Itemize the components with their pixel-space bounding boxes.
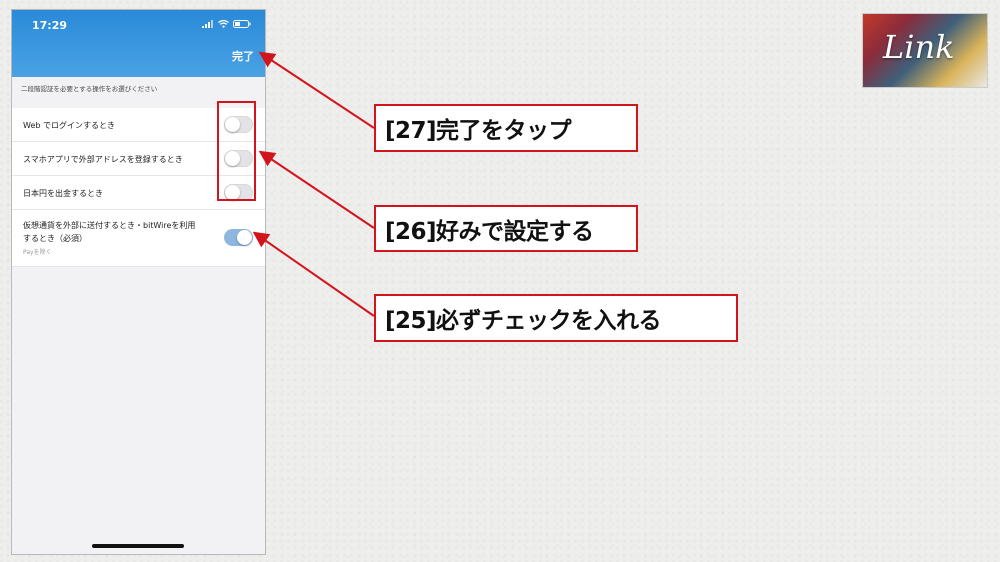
arrow-27 bbox=[258, 51, 375, 129]
row-label-line1: 仮想通貨を外部に送付するとき・bitWireを利用 bbox=[23, 221, 196, 230]
row-label: Web でログインするとき bbox=[23, 121, 115, 130]
status-icons bbox=[202, 20, 251, 28]
battery-icon bbox=[233, 20, 251, 28]
toggle-crypto-send[interactable] bbox=[224, 229, 253, 246]
list-item-jpy-withdraw: 日本円を出金するとき bbox=[12, 176, 265, 210]
link-logo: Link bbox=[862, 13, 988, 88]
callout-27: [27]完了をタップ bbox=[374, 104, 638, 152]
callout-25: [25]必ずチェックを入れる bbox=[374, 294, 738, 342]
logo-text: Link bbox=[883, 28, 955, 66]
toggle-knob bbox=[237, 230, 252, 245]
toggle-highlight-frame bbox=[217, 101, 256, 201]
status-time: 17:29 bbox=[32, 19, 68, 32]
section-caption: 二段階認証を必要とする操作をお選びください bbox=[21, 85, 158, 93]
done-button[interactable]: 完了 bbox=[232, 50, 254, 63]
row-label: スマホアプリで外部アドレスを登録するとき bbox=[23, 155, 183, 164]
toggle-jpy-withdraw[interactable] bbox=[224, 184, 253, 201]
toggle-web-login[interactable] bbox=[224, 116, 253, 133]
row-label-line2: するとき（必須） bbox=[23, 234, 87, 243]
toggle-knob bbox=[225, 185, 240, 200]
arrow-25 bbox=[252, 231, 375, 317]
row-label: 日本円を出金するとき bbox=[23, 189, 103, 198]
callout-26: [26]好みで設定する bbox=[374, 205, 638, 252]
list-item-web-login: Web でログインするとき bbox=[12, 108, 265, 142]
signal-icon bbox=[202, 20, 213, 28]
phone-screen: 17:29 完了 二段階認証を必要とする操作をお選びください Web でログイン… bbox=[11, 9, 266, 555]
two-factor-options-list: Web でログインするとき スマホアプリで外部アドレスを登録するとき 日本円を出… bbox=[12, 108, 265, 267]
list-item-crypto-send: 仮想通貨を外部に送付するとき・bitWireを利用 するとき（必須） Payを除… bbox=[12, 210, 265, 267]
wifi-icon bbox=[218, 20, 229, 28]
toggle-register-address[interactable] bbox=[224, 150, 253, 167]
toggle-knob bbox=[225, 151, 240, 166]
app-header: 17:29 完了 bbox=[12, 10, 265, 77]
home-indicator bbox=[92, 544, 184, 548]
row-sublabel: Payを除く bbox=[23, 249, 52, 256]
toggle-knob bbox=[225, 117, 240, 132]
list-item-register-address: スマホアプリで外部アドレスを登録するとき bbox=[12, 142, 265, 176]
arrow-26 bbox=[258, 150, 375, 229]
